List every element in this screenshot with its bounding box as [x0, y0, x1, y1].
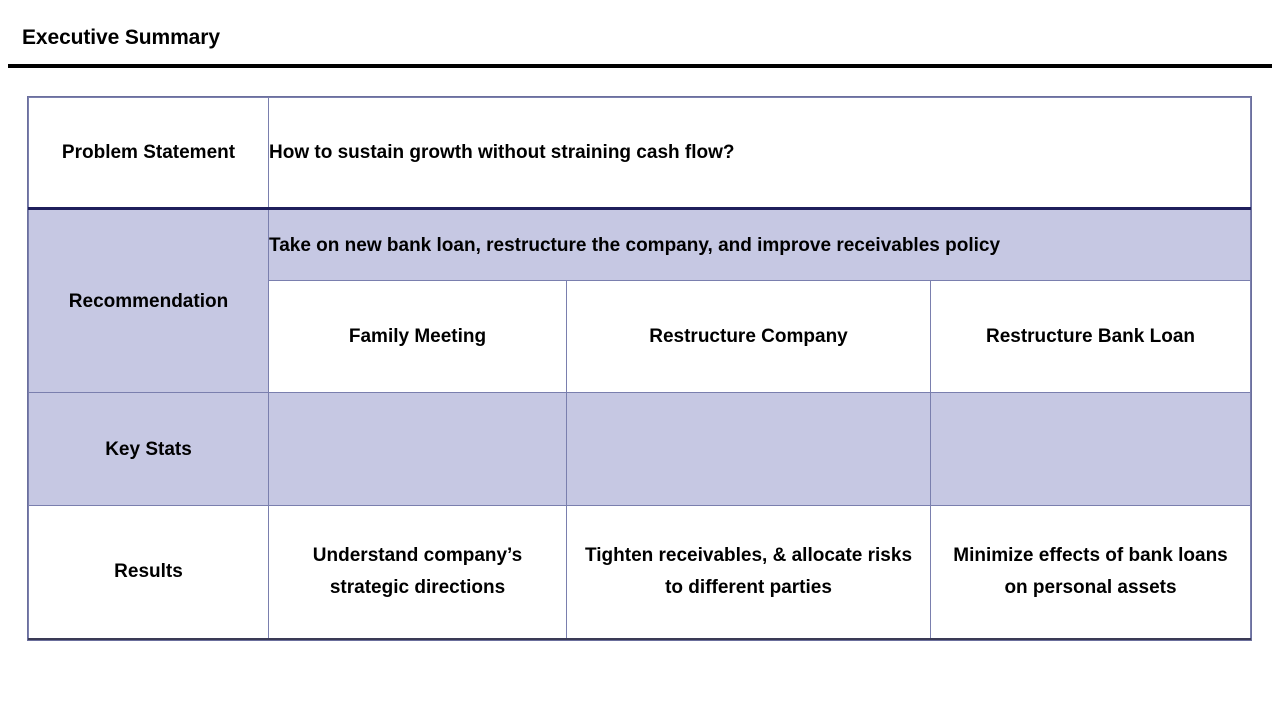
results-cell-1: Understand company’s strategic direction…	[268, 505, 567, 640]
table-row-results: Results Understand company’s strategic d…	[28, 505, 1251, 640]
row-label-results: Results	[28, 505, 269, 640]
recommendation-summary-text: Take on new bank loan, restructure the c…	[268, 208, 1251, 281]
row-label-problem-statement: Problem Statement	[28, 97, 269, 210]
recommendation-option-1: Family Meeting	[268, 280, 567, 393]
executive-summary-table: Problem Statement How to sustain growth …	[27, 96, 1252, 641]
table-row-recommendation-options: Family Meeting Restructure Company Restr…	[29, 280, 1251, 393]
table-row-problem-statement: Problem Statement How to sustain growth …	[28, 97, 1251, 210]
recommendation-option-3: Restructure Bank Loan	[930, 280, 1251, 393]
key-stats-cell-1	[268, 392, 567, 506]
page-title: Executive Summary	[22, 26, 220, 49]
row-label-recommendation: Recommendation	[28, 208, 269, 393]
row-label-key-stats: Key Stats	[28, 392, 269, 506]
title-underline-rule	[8, 64, 1272, 68]
results-text-3: Minimize effects of bank loans on person…	[953, 544, 1228, 598]
results-text-2: Tighten receivables, & allocate risks to…	[584, 544, 913, 598]
table-row-key-stats: Key Stats	[28, 392, 1251, 506]
problem-statement-text: How to sustain growth without straining …	[268, 97, 1251, 210]
recommendation-option-2: Restructure Company	[566, 280, 931, 393]
results-cell-2: Tighten receivables, & allocate risks to…	[566, 505, 931, 640]
results-text-1: Understand company’s strategic direction…	[312, 544, 523, 598]
table-row-recommendation-summary: Recommendation Take on new bank loan, re…	[28, 208, 1251, 393]
key-stats-cell-2	[566, 392, 931, 506]
key-stats-cell-3	[930, 392, 1251, 506]
results-cell-3: Minimize effects of bank loans on person…	[930, 505, 1251, 640]
